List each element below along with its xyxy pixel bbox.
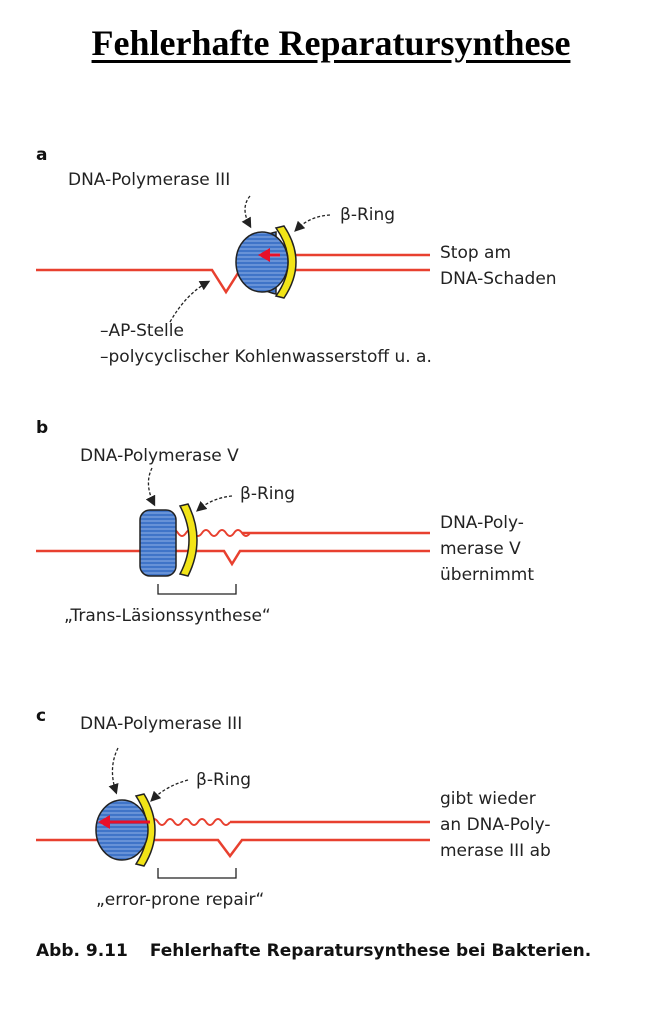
- right-label: DNA-Poly- merase V übernimmt: [440, 513, 534, 585]
- polymerase-v-shape: [139, 509, 177, 577]
- bracket-label: „Trans-Läsionssynthese“: [64, 606, 271, 626]
- bracket-label: „error-prone repair“: [96, 890, 265, 910]
- wavy-new-strand: [149, 818, 231, 826]
- panel-a-diagram: [36, 195, 430, 323]
- right-label: Stop am DNA-Schaden: [440, 243, 557, 289]
- bracket: [157, 868, 237, 879]
- beta-ring-label: β-Ring: [240, 484, 296, 504]
- figure-caption: Abb. 9.11 Fehlerhafte Reparatursynthese b…: [36, 937, 596, 965]
- panel-b-diagram: [36, 467, 430, 595]
- beta-ring-label: β-Ring: [340, 205, 396, 225]
- bracket: [157, 584, 237, 595]
- figure-number: Abb. 9.11: [36, 941, 128, 961]
- panel-letter-a: a: [36, 145, 48, 165]
- page-title: Fehlerhafte Reparatursynthese: [91, 23, 571, 63]
- polymerase-iii-shape: [95, 799, 149, 861]
- template-strand: [36, 268, 430, 295]
- polymerase-label: DNA-Polymerase V: [80, 446, 239, 466]
- wavy-new-strand: [169, 529, 251, 537]
- beta-ring-label: β-Ring: [196, 770, 252, 790]
- polymerase-label: DNA-Polymerase III: [80, 714, 243, 734]
- polymerase-label: DNA-Polymerase III: [68, 170, 231, 190]
- panel-c-diagram: [36, 747, 430, 879]
- damage-types-label: –AP-Stelle –polycyclischer Kohlenwassers…: [100, 321, 432, 367]
- beta-ring-shape: [178, 503, 198, 577]
- right-label: gibt wieder an DNA-Poly- merase III ab: [440, 789, 551, 861]
- figure-caption-text: Fehlerhafte Reparatursynthese bei Bakter…: [149, 941, 592, 961]
- panel-letter-b: b: [36, 418, 49, 438]
- panel-letter-c: c: [36, 706, 47, 726]
